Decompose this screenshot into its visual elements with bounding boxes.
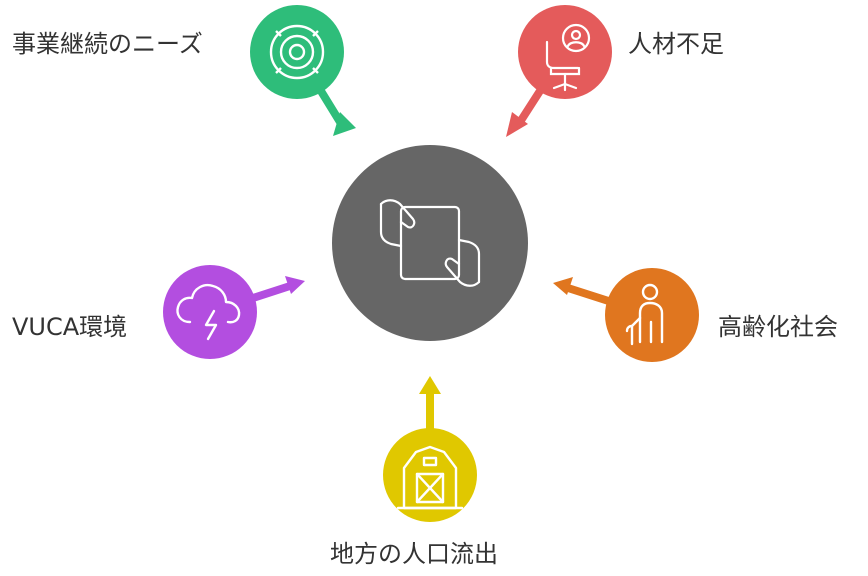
label-rural-outflow: 地方の人口流出 <box>330 540 498 568</box>
barn-icon <box>396 445 464 510</box>
factor-node-rural-outflow <box>383 428 477 522</box>
factor-node-labor-shortage <box>518 5 612 99</box>
label-aging-society: 高齢化社会 <box>718 313 838 341</box>
factor-node-vuca <box>163 265 257 359</box>
label-vuca: VUCA環境 <box>12 313 128 341</box>
storm-cloud-icon <box>176 284 241 341</box>
target-icon <box>269 24 325 80</box>
tablet-handover-icon <box>379 199 481 287</box>
label-business-continuity: 事業継続のニーズ <box>12 30 203 58</box>
label-labor-shortage: 人材不足 <box>628 30 724 58</box>
office-chair-person-icon <box>545 23 591 92</box>
factor-node-aging-society <box>605 268 699 362</box>
elderly-cane-icon <box>625 283 664 346</box>
center-node <box>332 145 528 341</box>
factor-node-business-continuity <box>250 5 344 99</box>
